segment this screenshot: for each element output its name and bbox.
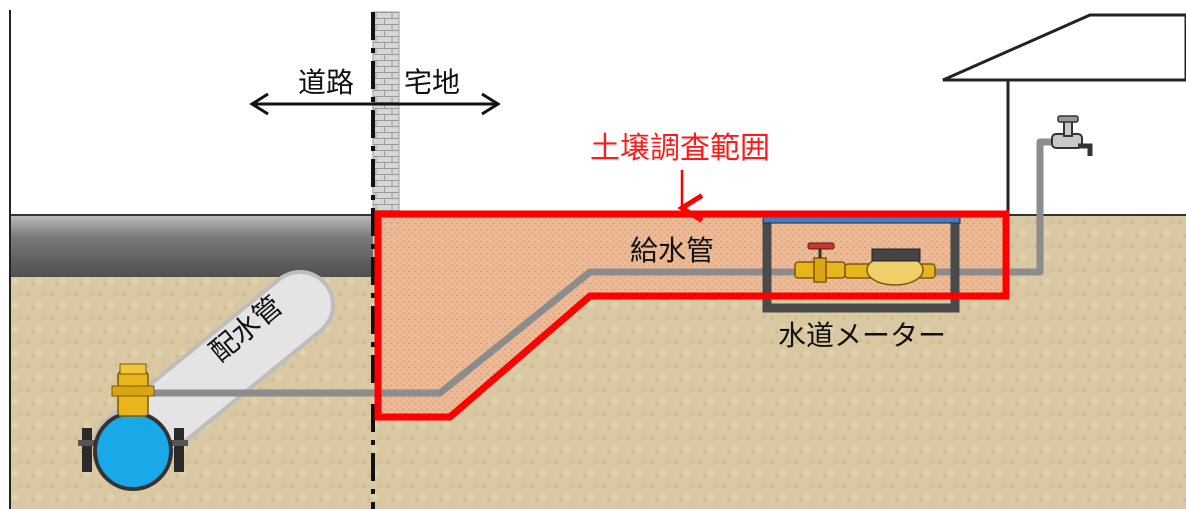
water-meter-icon [844, 248, 936, 286]
valve-icon [794, 242, 846, 283]
road-label: 道路 [298, 66, 354, 99]
water-main-section [78, 363, 188, 491]
road-asphalt [10, 215, 373, 277]
faucet-icon [1051, 115, 1093, 156]
residential-label: 宅地 [404, 66, 460, 99]
boundary-wall [372, 11, 400, 233]
service-pipe-label: 給水管 [630, 234, 714, 267]
house-icon [942, 13, 1186, 215]
survey-range-outline [374, 210, 1010, 421]
water-meter-label: 水道メーター [778, 319, 946, 352]
survey-range-label: 土壌調査範囲 [590, 131, 770, 166]
road-residential-arrow [249, 92, 501, 116]
